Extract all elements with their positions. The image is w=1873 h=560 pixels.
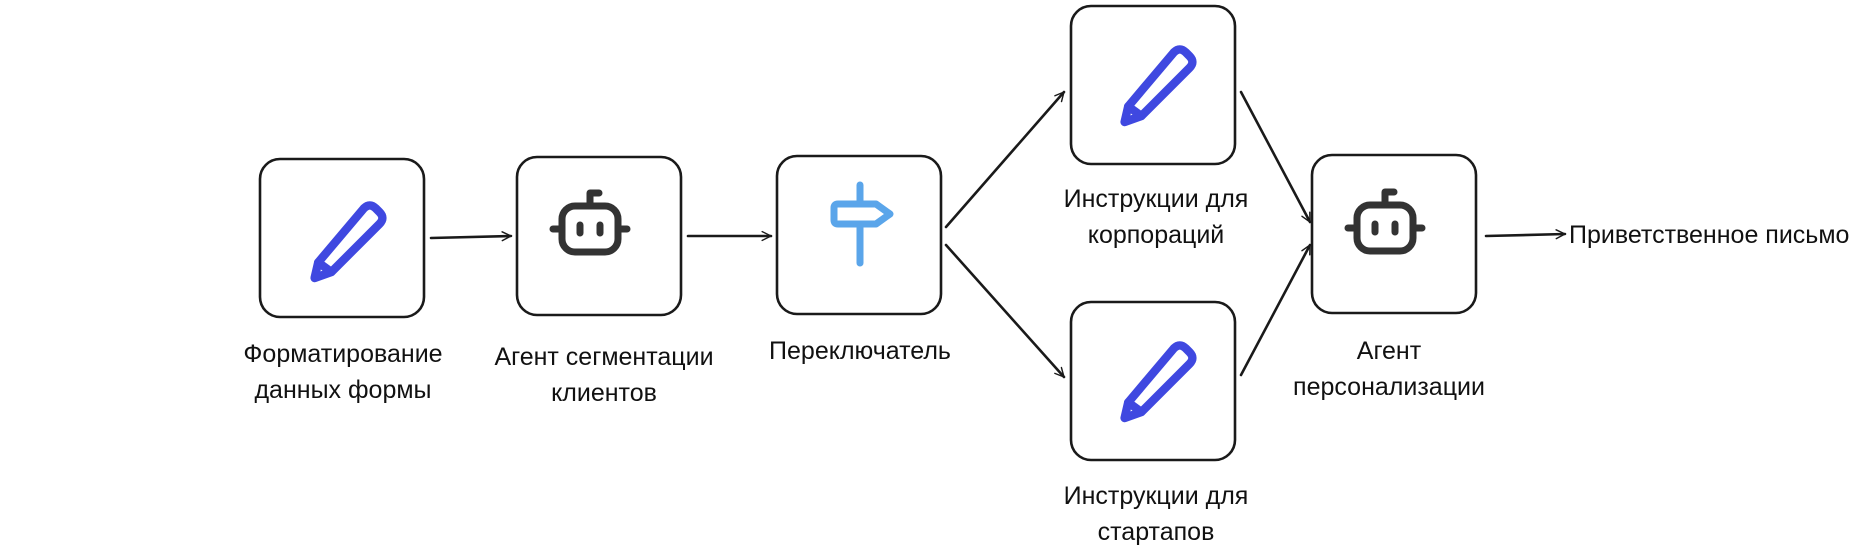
- label-line: Агент сегментации: [494, 343, 714, 371]
- label-line: стартапов: [1097, 518, 1215, 546]
- label-corporate-instructions: Инструкции для корпораций: [1064, 181, 1249, 253]
- edge-corporate-to-personalization: [1239, 90, 1312, 224]
- label-line: данных формы: [254, 376, 432, 404]
- node-box: [1069, 4, 1237, 166]
- output-label: Приветственное письмо: [1569, 221, 1850, 249]
- label-line: корпораций: [1087, 221, 1225, 249]
- label-router: Переключатель: [769, 333, 951, 369]
- label-segmentation-agent: Агент сегментации клиентов: [494, 339, 713, 411]
- node-router: [775, 154, 943, 316]
- label-line: Переключатель: [769, 337, 951, 365]
- edge-router-to-startup: [944, 243, 1066, 379]
- edge-router-to-corporate: [944, 90, 1066, 229]
- label-line: Агент: [1356, 337, 1422, 365]
- label-format-form: Форматирование данных формы: [243, 336, 442, 408]
- label-personalization-agent: Агент персонализации: [1293, 333, 1485, 405]
- node-segmentation-agent: [515, 155, 683, 317]
- label-line: Инструкции для: [1063, 482, 1249, 510]
- node-box: [1069, 300, 1237, 462]
- label-startup-instructions: Инструкции для стартапов: [1064, 478, 1249, 550]
- edge-startup-to-personalization: [1239, 243, 1312, 377]
- edge-format-to-segmentation: [429, 231, 513, 242]
- label-line: Форматирование: [243, 340, 443, 368]
- label-line: клиентов: [551, 379, 657, 407]
- edge-personalization-to-output: [1484, 229, 1567, 240]
- node-startup-instructions: [1069, 300, 1237, 462]
- label-line: персонализации: [1293, 373, 1485, 401]
- label-line: Инструкции для: [1063, 185, 1249, 213]
- node-format-form: [258, 157, 426, 319]
- node-personalization-agent: [1310, 153, 1478, 315]
- node-corporate-instructions: [1069, 4, 1237, 166]
